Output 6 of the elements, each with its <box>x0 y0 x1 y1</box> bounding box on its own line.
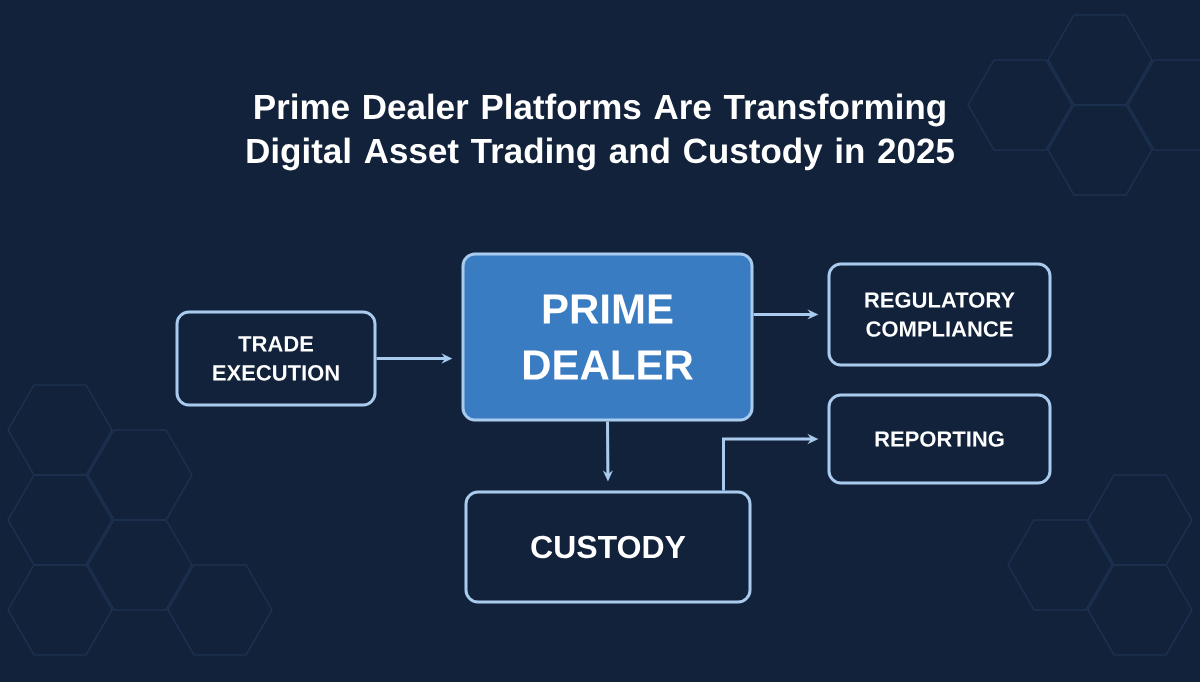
process-box: REGULATORY COMPLIANCE <box>827 262 1052 367</box>
process-box: PRIME DEALER <box>461 252 754 422</box>
process-box: CUSTODY <box>464 490 752 604</box>
process-box: TRADE EXECUTION <box>175 310 377 407</box>
title: Prime Dealer Platforms Are Transforming Digital Asset Trading and Custody in 2025 <box>247 93 954 171</box>
process-box: REPORTING <box>827 393 1052 485</box>
